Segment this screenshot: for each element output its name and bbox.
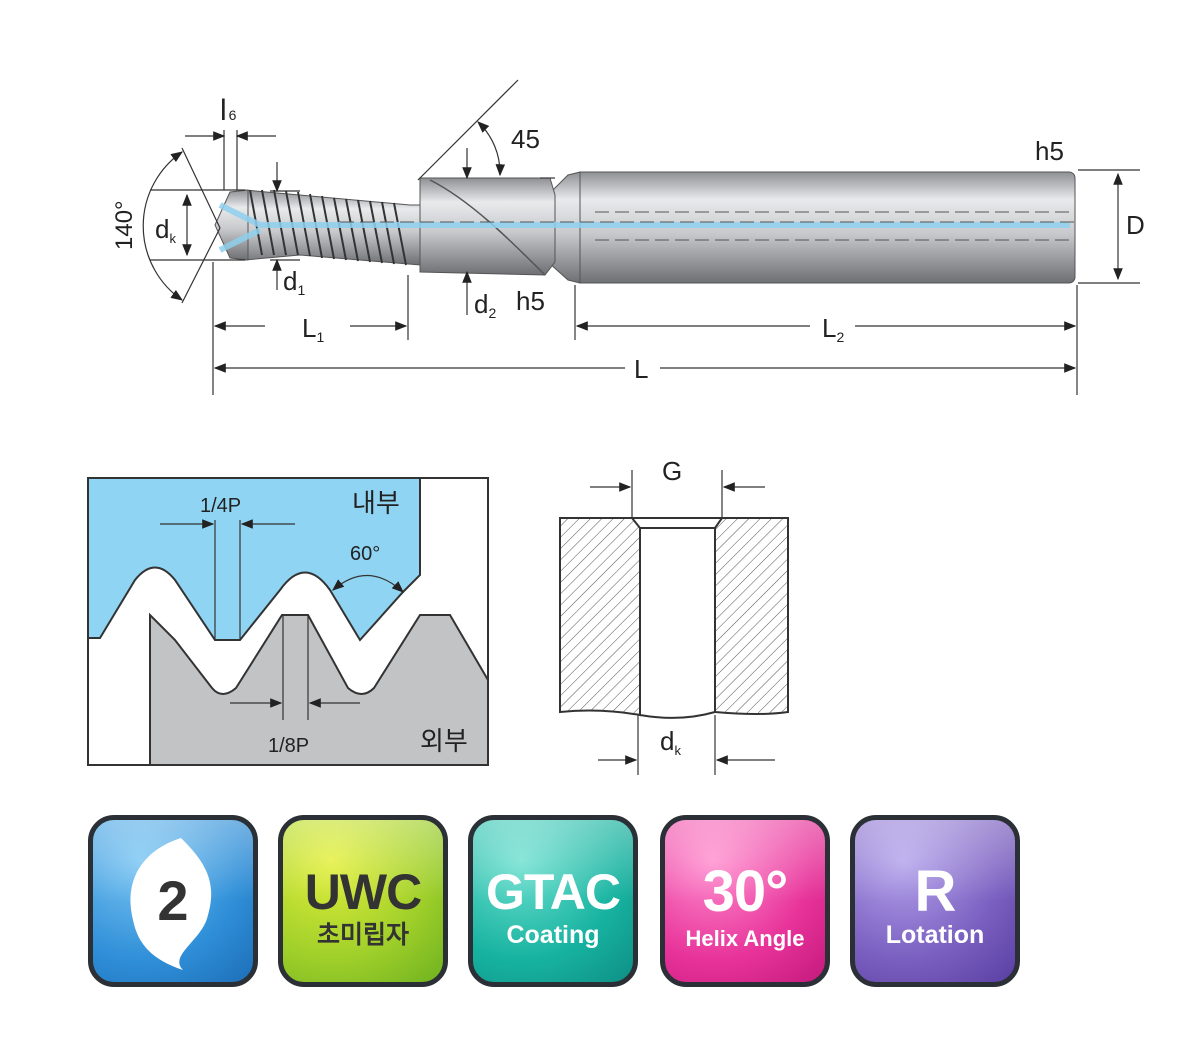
internal-thread: [87, 477, 421, 642]
label-G: G: [662, 456, 682, 486]
label-shank-tolerance: h5: [1035, 136, 1064, 166]
badge-flutes-value: 2: [157, 869, 189, 932]
drill-tap-tool: [214, 171, 1076, 284]
badge-gtac-title: GTAC: [486, 864, 621, 920]
label-angle-tip: 140°: [111, 200, 138, 250]
label-D: D: [1126, 210, 1145, 240]
badge-uwc-title: UWC: [304, 864, 422, 920]
label-L: L: [634, 354, 648, 384]
badge-rotation-title: R: [914, 859, 957, 924]
two-flute-icon: [130, 838, 212, 970]
external-thread: [149, 612, 489, 766]
badge-helix-angle: 30° Helix Angle: [660, 815, 830, 987]
badge-helix-title: 30°: [702, 859, 789, 924]
label-outer: 외부: [420, 726, 468, 756]
badge-rotation-subtitle: Lotation: [885, 921, 985, 949]
badge-helix-subtitle: Helix Angle: [685, 926, 805, 951]
badge-gtac-subtitle: Coating: [506, 921, 600, 949]
thread-profile: 1/4P 내부 60° 1/8P 외부: [87, 477, 489, 766]
dimension-lines: [142, 79, 1140, 395]
badge-gtac-coating: GTAC Coating: [468, 815, 638, 987]
label-60-degree: 60°: [350, 543, 380, 565]
label-L2: L2: [822, 313, 844, 345]
badge-uwc-subtitle: 초미립자: [316, 921, 409, 949]
label-d2-tolerance: h5: [516, 286, 545, 316]
badge-flutes: 2: [88, 815, 258, 987]
label-45: 45: [511, 124, 540, 154]
label-L1: L1: [302, 313, 324, 345]
label-hole-dk: dk: [660, 726, 681, 758]
label-d1: d1: [283, 266, 305, 298]
label-d2: d2: [474, 289, 496, 321]
coolant-channel: [218, 202, 1070, 253]
badge-rotation: R Lotation: [850, 815, 1020, 987]
label-eighth-pitch: 1/8P: [268, 735, 309, 757]
label-quarter-pitch: 1/4P: [200, 495, 241, 517]
label-dk: dk: [155, 214, 176, 246]
label-inner: 내부: [352, 488, 400, 518]
badge-uwc: UWC 초미립자: [278, 815, 448, 987]
hole-section: G dk: [559, 456, 789, 775]
